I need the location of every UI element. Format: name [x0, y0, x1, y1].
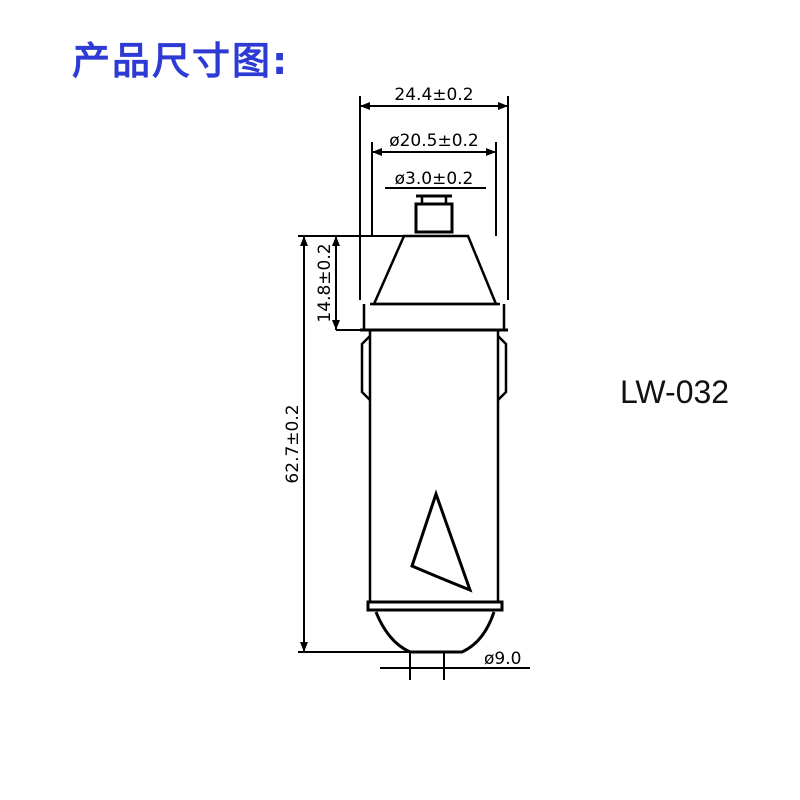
dimension-lines [298, 96, 530, 680]
product-outline [360, 194, 508, 654]
end-diameter-label: ø9.0 [484, 649, 521, 669]
tip-diameter-label: ø3.0±0.2 [395, 169, 474, 189]
overall-length-label: 62.7±0.2 [283, 404, 303, 483]
arrowheads [300, 102, 508, 652]
page-title: 产品尺寸图: [72, 39, 290, 83]
cone-section [372, 234, 498, 306]
bottom-band [366, 600, 504, 612]
side-spring-left [360, 335, 371, 401]
shoulder [362, 304, 506, 332]
cone-height-label: 14.8±0.2 [315, 243, 335, 322]
model-number: LW-032 [620, 374, 730, 410]
arrow-window [410, 489, 473, 593]
body-diameter-label: ø20.5±0.2 [389, 131, 479, 151]
side-spring-right [497, 335, 508, 401]
rounded-end [374, 611, 496, 654]
tip-contact [414, 202, 454, 234]
overall-width-label: 24.4±0.2 [394, 85, 473, 105]
main-body [368, 330, 500, 602]
